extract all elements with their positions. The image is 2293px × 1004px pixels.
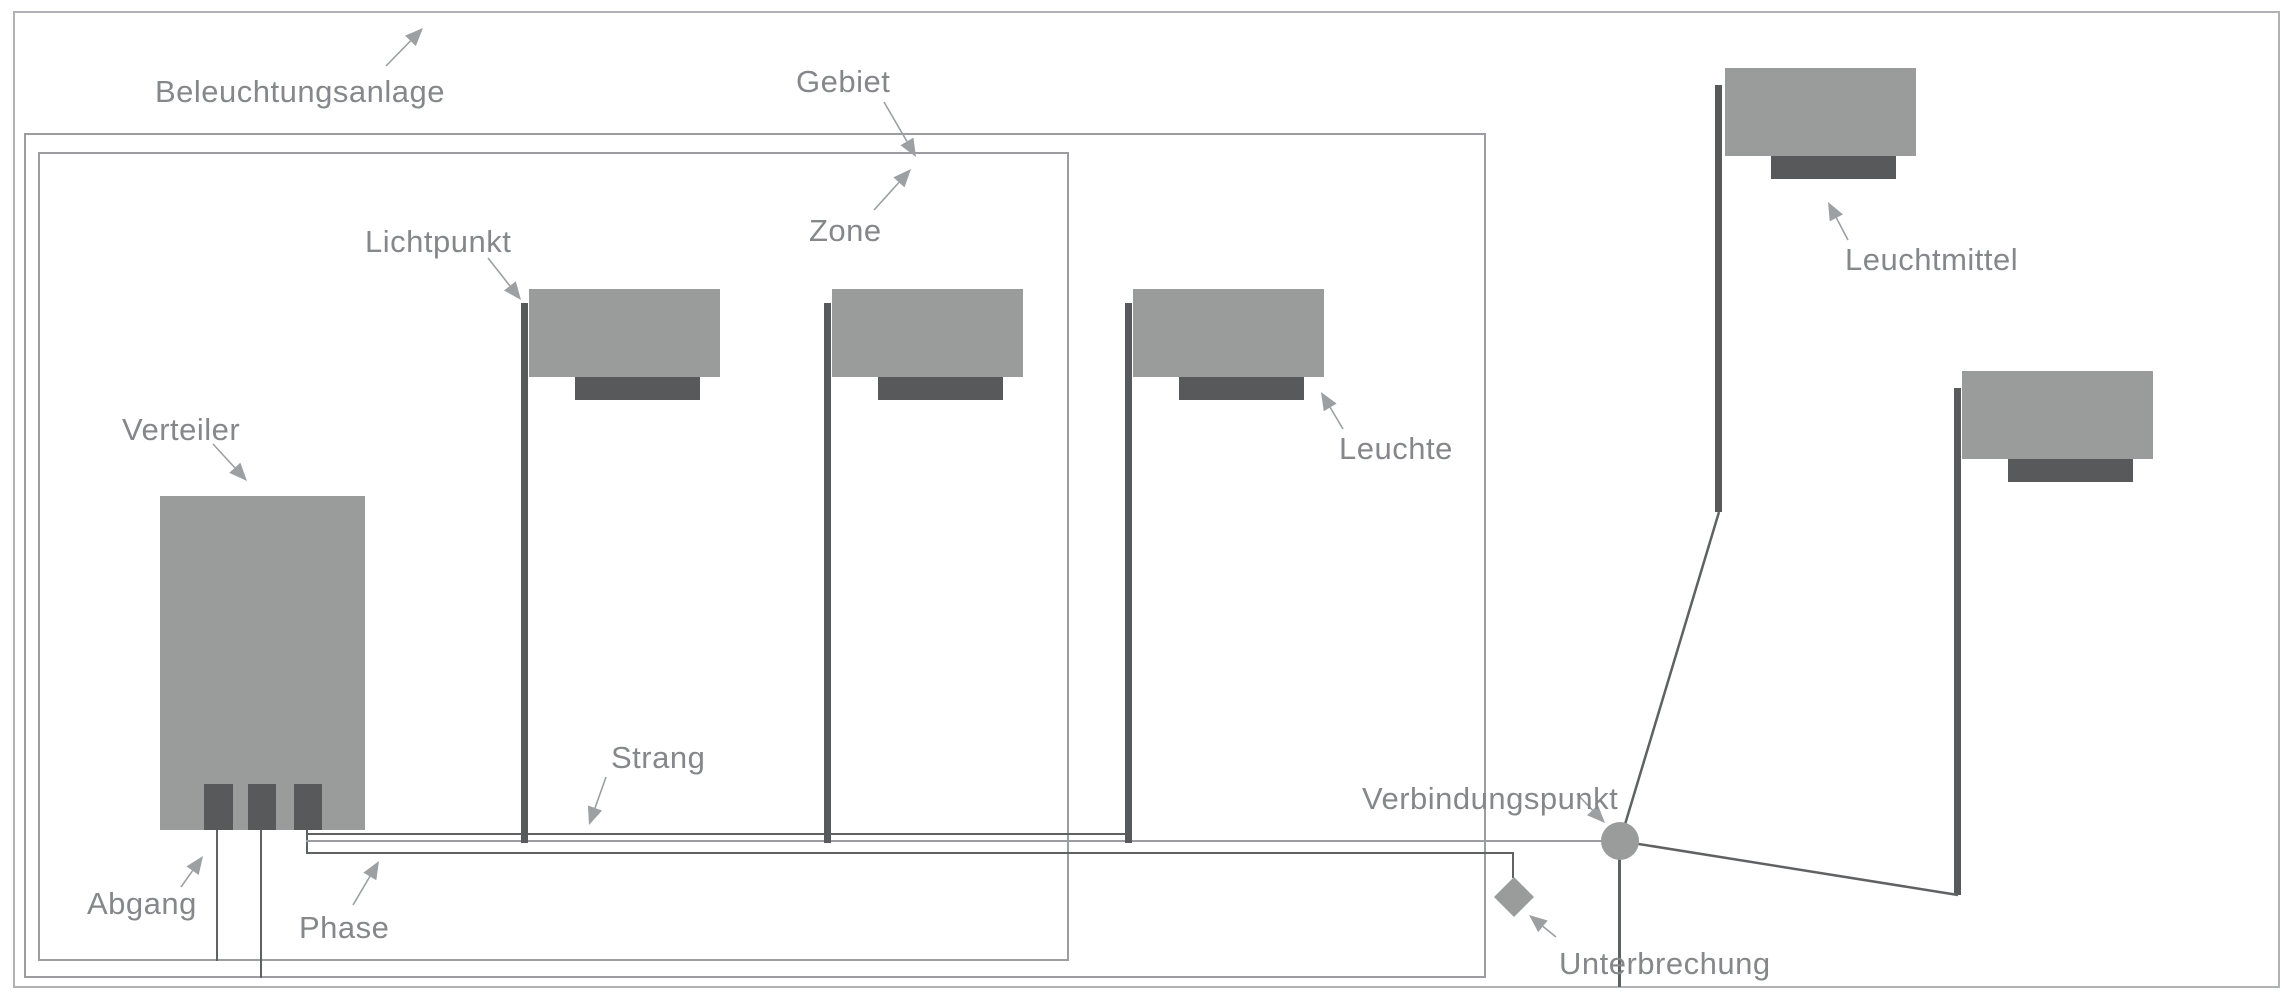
strang-label: Strang (611, 740, 706, 775)
abgang-label: Abgang (87, 886, 197, 921)
verteiler-box (160, 496, 365, 830)
gebiet-boundary (24, 133, 1486, 978)
unterbrechung-drop-wire (1512, 852, 1514, 878)
lichtpunkt-pole-1 (521, 303, 528, 843)
gebiet-label: Gebiet (796, 64, 891, 99)
unterbrechung-label: Unterbrechung (1559, 946, 1771, 981)
abgang-wire-1 (216, 830, 218, 961)
phase-label: Phase (299, 910, 390, 945)
leuchte-head-4 (1725, 68, 1916, 156)
connection-down-wire (1618, 841, 1621, 987)
beleuchtungsanlage-label: Beleuchtungsanlage (155, 74, 445, 109)
lichtpunkt-pole-2 (824, 303, 831, 843)
verbindungspunkt-label: Verbindungspunkt (1362, 781, 1619, 816)
leuchte-head-5 (1962, 371, 2153, 459)
leuchtmittel-insert-1 (575, 375, 700, 400)
leuchte-head-2 (832, 289, 1023, 377)
zone-label: Zone (809, 213, 882, 248)
strang-line-lower (306, 852, 1514, 854)
leuchtmittel-insert-5 (2008, 457, 2133, 482)
leuchte-label: Leuchte (1339, 431, 1453, 466)
abgang-terminal-3 (294, 784, 322, 830)
lichtpunkt-label: Lichtpunkt (365, 224, 512, 259)
leuchte-head-1 (529, 289, 720, 377)
abgang-wire-3 (306, 830, 308, 854)
abgang-terminal-2 (248, 784, 276, 830)
verteiler-label: Verteiler (122, 412, 241, 447)
leuchtmittel-label: Leuchtmittel (1845, 242, 2019, 277)
leuchtmittel-insert-2 (878, 375, 1003, 400)
lichtpunkt-pole-4 (1715, 85, 1722, 512)
abgang-wire-2 (260, 830, 262, 978)
zone-boundary (38, 152, 1069, 961)
abgang-terminal-1 (204, 784, 233, 830)
strang-line-upper (306, 833, 1130, 835)
strang-line-phase (306, 840, 1620, 842)
leuchtmittel-insert-4 (1771, 154, 1896, 179)
lichtpunkt-pole-3 (1125, 303, 1132, 843)
leuchtmittel-insert-3 (1179, 375, 1304, 400)
lichtpunkt-pole-5 (1954, 388, 1961, 895)
leuchte-head-3 (1133, 289, 1324, 377)
beleuchtungsanlage-boundary (13, 11, 2280, 988)
